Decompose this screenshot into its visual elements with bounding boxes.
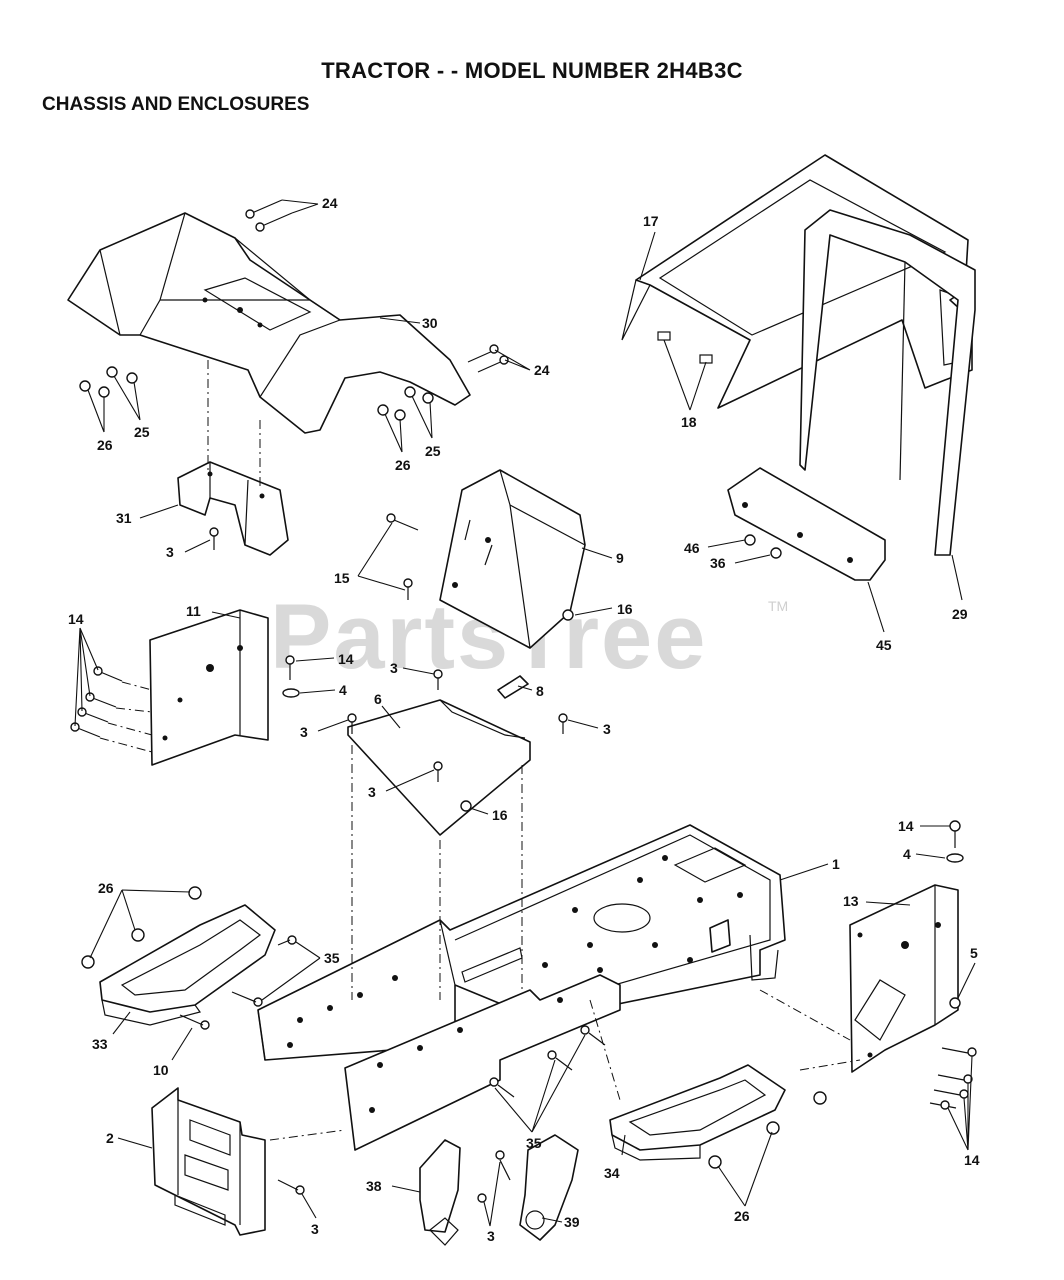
part-31-fender-bracket[interactable]: [177, 461, 289, 556]
callout-14[interactable]: 14: [898, 818, 914, 834]
callout-3[interactable]: 3: [311, 1221, 319, 1237]
callout-34[interactable]: 34: [604, 1165, 620, 1181]
callout-45[interactable]: 45: [876, 637, 892, 653]
callout-16[interactable]: 16: [492, 807, 508, 823]
callout-26[interactable]: 26: [98, 880, 114, 896]
callout-26[interactable]: 26: [734, 1208, 750, 1224]
part-14-4-hardware-right[interactable]: [929, 820, 977, 1110]
part-3-4-14-fasteners-center[interactable]: [209, 513, 574, 812]
part-2-front-plate[interactable]: [151, 1087, 305, 1236]
callout-2[interactable]: 2: [106, 1130, 114, 1146]
callout-15[interactable]: 15: [334, 570, 350, 586]
part-25-26-hardware-right[interactable]: [377, 386, 434, 421]
callout-5[interactable]: 5: [970, 945, 978, 961]
callout-14[interactable]: 14: [68, 611, 84, 627]
callout-35[interactable]: 35: [324, 950, 340, 966]
callout-3[interactable]: 3: [300, 724, 308, 740]
callout-25[interactable]: 25: [134, 424, 150, 440]
part-9-dash-panel[interactable]: [439, 469, 586, 649]
part-13-right-side-panel[interactable]: [849, 884, 961, 1073]
part-14-bolts-left[interactable]: [70, 666, 123, 738]
callout-29[interactable]: 29: [952, 606, 968, 622]
callout-38[interactable]: 38: [366, 1178, 382, 1194]
callout-8[interactable]: 8: [536, 683, 544, 699]
part-8-clip[interactable]: [497, 675, 529, 699]
callout-3[interactable]: 3: [487, 1228, 495, 1244]
callout-18[interactable]: 18: [681, 414, 697, 430]
callout-31[interactable]: 31: [116, 510, 132, 526]
part-30-rear-fender[interactable]: [67, 212, 471, 434]
part-24-bolts-top[interactable]: [245, 199, 293, 232]
callout-4[interactable]: 4: [339, 682, 347, 698]
callout-9[interactable]: 9: [616, 550, 624, 566]
part-24-bolts-right[interactable]: [467, 344, 509, 373]
callout-3[interactable]: 3: [390, 660, 398, 676]
callout-14[interactable]: 14: [964, 1152, 980, 1168]
callout-3[interactable]: 3: [166, 544, 174, 560]
callout-24[interactable]: 24: [534, 362, 550, 378]
part-35-bolts-frame[interactable]: [489, 1025, 606, 1098]
section-title: CHASSIS AND ENCLOSURES: [42, 94, 310, 115]
part-33-left-footrest[interactable]: [81, 886, 297, 1030]
callout-30[interactable]: 30: [422, 315, 438, 331]
part-1-frame-lower-rail[interactable]: [344, 974, 621, 1151]
leader-lines: [74, 199, 976, 1227]
callout-39[interactable]: 39: [564, 1214, 580, 1230]
callout-1[interactable]: 1: [832, 856, 840, 872]
part-39-bracket[interactable]: [495, 1134, 579, 1241]
part-34-right-footrest[interactable]: [609, 1064, 827, 1169]
callout-33[interactable]: 33: [92, 1036, 108, 1052]
part-45-front-bracket[interactable]: [727, 467, 886, 581]
callout-35[interactable]: 35: [526, 1135, 542, 1151]
callout-26[interactable]: 26: [97, 437, 113, 453]
callout-25[interactable]: 25: [425, 443, 441, 459]
callout-10[interactable]: 10: [153, 1062, 169, 1078]
watermark-trademark: TM: [768, 598, 789, 614]
callout-3[interactable]: 3: [603, 721, 611, 737]
part-29-grille-cover[interactable]: [799, 209, 976, 556]
callout-6[interactable]: 6: [374, 691, 382, 707]
callout-labels: 24 30 24 26 25 26 25 17 18 31 3 15 9 16 …: [68, 195, 980, 1244]
callout-17[interactable]: 17: [643, 213, 659, 229]
callout-14[interactable]: 14: [338, 651, 354, 667]
page-title: TRACTOR - - MODEL NUMBER 2H4B3C: [321, 58, 743, 83]
callout-26[interactable]: 26: [395, 457, 411, 473]
callout-46[interactable]: 46: [684, 540, 700, 556]
callout-11[interactable]: 11: [186, 603, 201, 619]
alignment-lines: [99, 360, 861, 1141]
part-38-bracket[interactable]: [419, 1139, 487, 1246]
callout-36[interactable]: 36: [710, 555, 726, 571]
callout-4[interactable]: 4: [903, 846, 911, 862]
callout-16[interactable]: 16: [617, 601, 633, 617]
callout-3[interactable]: 3: [368, 784, 376, 800]
part-25-26-hardware-left[interactable]: [79, 366, 138, 398]
part-11-left-side-panel[interactable]: [149, 609, 269, 766]
part-17-hood[interactable]: [621, 154, 973, 409]
callout-24[interactable]: 24: [322, 195, 338, 211]
callout-13[interactable]: 13: [843, 893, 859, 909]
